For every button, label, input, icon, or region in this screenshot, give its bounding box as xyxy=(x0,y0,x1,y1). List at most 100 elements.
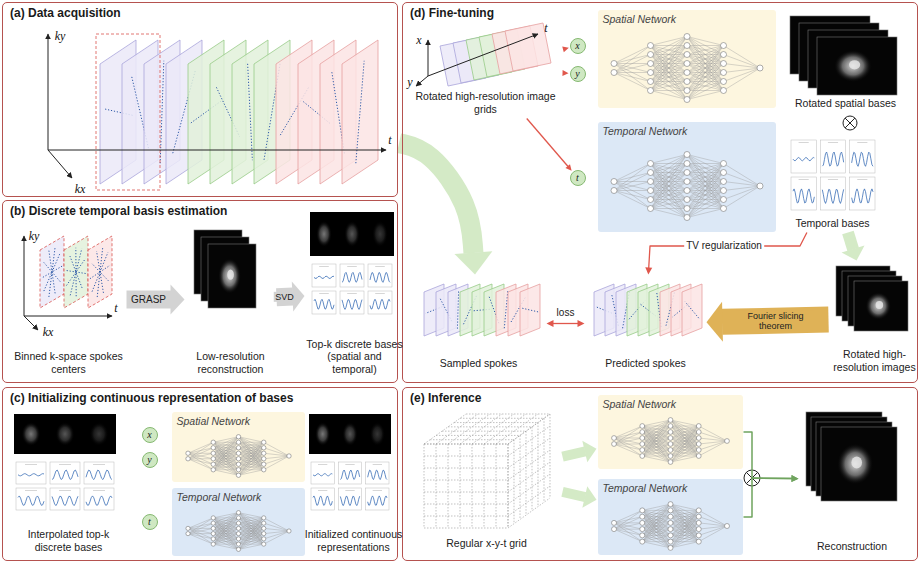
network-neuron xyxy=(668,514,673,519)
figure-group: Initialized continuous representations xyxy=(305,412,403,556)
network-neuron xyxy=(647,187,653,193)
network-link xyxy=(614,63,651,72)
plot-title-mark xyxy=(25,490,37,491)
network-link xyxy=(213,469,238,475)
network-link xyxy=(614,444,642,450)
figure-caption: Rotated spatial bases xyxy=(795,97,896,110)
network-neuron xyxy=(668,507,673,512)
network-link xyxy=(614,426,642,444)
bin-outline xyxy=(96,34,160,190)
network-link xyxy=(642,504,670,535)
network-link xyxy=(687,45,724,54)
arrowhead xyxy=(454,251,492,274)
network-link xyxy=(687,45,724,81)
network-neuron xyxy=(696,507,701,512)
network-link xyxy=(642,432,670,456)
network-neuron xyxy=(611,187,617,193)
basis-curve xyxy=(18,496,44,505)
network-link xyxy=(238,517,263,549)
axis-label: ky xyxy=(55,30,66,42)
plot-title-mark xyxy=(59,464,71,465)
network-link xyxy=(687,154,724,163)
arrowhead xyxy=(645,267,652,274)
network-link xyxy=(213,517,238,543)
network-link xyxy=(238,538,263,549)
network-link xyxy=(213,447,238,475)
network-link xyxy=(238,458,263,475)
network-link xyxy=(650,81,687,90)
network-link xyxy=(614,438,642,456)
network-link xyxy=(650,36,687,54)
network-neuron xyxy=(647,160,653,166)
network-neuron xyxy=(639,423,644,428)
grid-line xyxy=(424,444,425,528)
network-link xyxy=(650,154,687,199)
network-link xyxy=(238,517,263,543)
grid-line xyxy=(424,504,508,505)
basis-plot xyxy=(820,140,845,173)
network-link xyxy=(650,154,687,208)
network-neuron xyxy=(668,501,673,506)
network-link xyxy=(642,535,670,541)
plot-title-mark xyxy=(857,142,867,143)
basis-plot xyxy=(50,462,80,484)
basis-plot xyxy=(791,177,816,210)
network-neuron xyxy=(720,78,726,84)
network-link xyxy=(642,516,670,541)
network-link xyxy=(650,36,687,90)
figure-caption: Initialized continuous representations xyxy=(305,528,403,553)
basis-curve xyxy=(793,158,814,161)
network-link xyxy=(614,45,651,63)
network-link xyxy=(188,528,213,533)
spoke xyxy=(44,253,60,291)
axis xyxy=(48,150,72,178)
network-neuron xyxy=(211,536,215,540)
network-neuron xyxy=(684,42,690,48)
network-link xyxy=(650,181,687,217)
network-link xyxy=(687,36,724,81)
network-link xyxy=(670,504,698,517)
network-link xyxy=(670,420,698,438)
network-link xyxy=(614,516,642,529)
figure-group: Top-k discrete bases (spatial and tempor… xyxy=(306,210,404,378)
figure-group: Regular x-y-t grid xyxy=(412,398,562,552)
network-link xyxy=(650,36,687,63)
network-link xyxy=(687,154,724,199)
network-link xyxy=(687,36,724,90)
figure-caption: Low-resolution reconstruction xyxy=(186,350,276,375)
spoke xyxy=(457,291,458,328)
network-neuron xyxy=(668,435,673,440)
network-link xyxy=(723,186,760,209)
network-link xyxy=(213,533,238,549)
network-neuron xyxy=(611,435,616,440)
network-link xyxy=(687,81,724,99)
network-link xyxy=(188,517,213,533)
network-link xyxy=(650,181,687,208)
network-link xyxy=(213,442,238,475)
network-link xyxy=(650,199,687,217)
network-link xyxy=(238,436,263,464)
connector-line xyxy=(649,233,807,269)
network-link xyxy=(238,442,263,475)
spoke xyxy=(49,247,55,297)
grid-line xyxy=(424,468,508,469)
basis-content xyxy=(55,422,74,446)
spoke xyxy=(90,265,110,278)
network-neuron xyxy=(611,178,617,184)
network-neuron xyxy=(647,196,653,202)
network-link xyxy=(238,517,263,538)
basis-curve xyxy=(822,152,843,166)
grid-line xyxy=(460,418,544,419)
network-neuron xyxy=(261,440,265,444)
network-link xyxy=(687,154,724,208)
network-link xyxy=(263,517,288,530)
network-link xyxy=(614,172,651,190)
network-link xyxy=(642,426,670,456)
network-link xyxy=(670,426,698,456)
arrowhead xyxy=(791,475,798,482)
network-link xyxy=(642,510,670,548)
basis-plot xyxy=(340,291,364,314)
network-link xyxy=(723,68,760,91)
network-neuron xyxy=(611,69,617,75)
figure-group: Rotated high-resolution images xyxy=(830,262,920,376)
